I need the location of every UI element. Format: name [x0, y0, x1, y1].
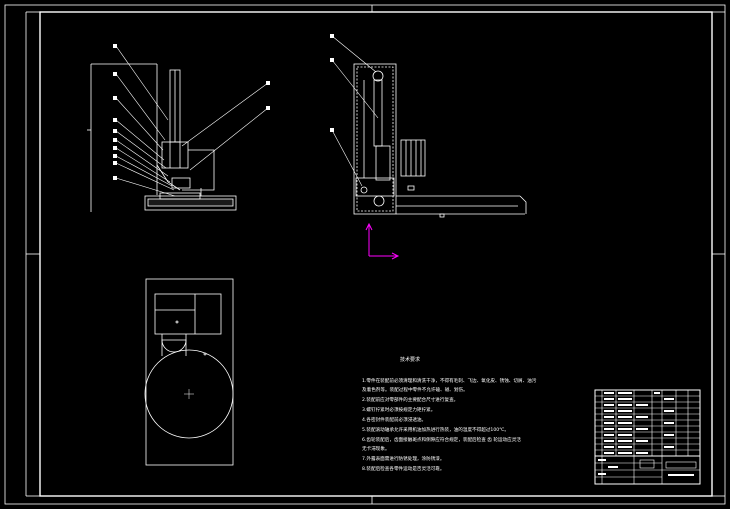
- side-view[interactable]: [353, 63, 527, 218]
- note-line-3: 2.装配前应对零部件的主要配合尺寸进行复查。: [362, 396, 458, 403]
- note-line-7: 6.齿轮装配后，齿面接触斑点和侧隙应符合规定，装配后检查 齿 轮运动应灵活: [362, 436, 521, 443]
- note-line-6: 5.装配滚动轴承允许采用机油加热进行热装，油的温度不得超过100℃。: [362, 426, 509, 433]
- ucs-axis-icon: [365, 222, 400, 260]
- centering-marks: [25, 5, 725, 504]
- side-view-leaders: [331, 35, 379, 187]
- title-block[interactable]: [594, 389, 701, 485]
- note-line-5: 4.各密封件装配前必须浸透油。: [362, 416, 426, 423]
- front-view-balloons: [113, 44, 270, 180]
- note-line-4: 3.螺钉拧紧时必须按规定力矩拧紧。: [362, 406, 435, 413]
- notes-heading: 技术要求: [400, 356, 420, 363]
- note-line-10: 8.装配后检查各零件运动是否灵活可靠。: [362, 465, 444, 472]
- note-line-1: 1.零件在装配前必须清理和清洗干净，不得有毛刺、飞边、氧化皮、锈蚀、切屑、油污: [362, 377, 537, 384]
- title-block-text-marks: [598, 392, 694, 476]
- sheet-outer-border: [4, 4, 726, 505]
- note-line-9: 7.外露表面需进行防锈处理，涂防锈漆。: [362, 455, 444, 462]
- technical-requirements: 技术要求 1.零件在装配前必须清理和清洗干净，不得有毛刺、飞边、氧化皮、锈蚀、切…: [362, 356, 537, 472]
- note-line-8: 无卡滞现象。: [362, 445, 390, 452]
- front-view[interactable]: [87, 63, 237, 212]
- top-view[interactable]: [144, 278, 234, 466]
- note-line-2: 及着色剂等。装配过程中零件不允许磕、碰、划伤。: [362, 386, 468, 393]
- front-view-leaders: [115, 45, 269, 197]
- side-view-balloons: [330, 34, 334, 132]
